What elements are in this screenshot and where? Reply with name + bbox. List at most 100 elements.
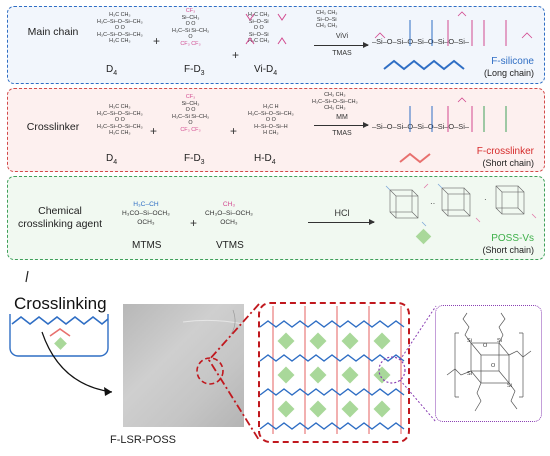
structure-line: H₃C CH₃ bbox=[109, 12, 131, 18]
structure-line: CH₃ CH₃ bbox=[324, 92, 346, 98]
short-chain-note: (Short chain) bbox=[482, 245, 534, 255]
poss-structure-box bbox=[435, 305, 542, 422]
poss-atom-label: Si bbox=[467, 338, 472, 344]
structure-line: H₃C CH₃ bbox=[248, 38, 270, 44]
structure-line: H₃C–Si Si–CH₃ bbox=[172, 27, 210, 34]
f-lsr-poss-sample-image bbox=[123, 304, 244, 427]
plus-sign: + bbox=[190, 216, 198, 230]
structure-line: H₃C–Si–O–Si–CH₃ bbox=[312, 98, 358, 105]
structure-line: H CH₃ bbox=[263, 130, 279, 136]
main-chain bbox=[259, 320, 405, 328]
structure-line: OCH₃ bbox=[137, 219, 155, 226]
f-crosslinker-bracket-marks bbox=[409, 97, 507, 132]
crosslinker-panel bbox=[7, 88, 545, 172]
short-chain-icon bbox=[399, 152, 431, 164]
poss-node bbox=[309, 400, 327, 418]
d4-name: D4 bbox=[106, 64, 117, 77]
structure-line: CF₃ CF₃ bbox=[180, 126, 201, 133]
crosslinking-tick-mark bbox=[25, 270, 29, 283]
reagent-top: HCl bbox=[334, 208, 350, 218]
structure-line: OCH₃ bbox=[220, 219, 238, 226]
f-silicone-bracket-marks bbox=[374, 11, 533, 46]
poss-cage-sketches: ·· · bbox=[385, 183, 537, 227]
sample-edge-marks bbox=[182, 309, 244, 335]
reagent-top: MM bbox=[336, 114, 348, 121]
main-chain bbox=[259, 422, 405, 430]
structure-line: CF₃ CF₃ bbox=[180, 40, 201, 47]
structure-line: H₃C–Si Si–CH₃ bbox=[172, 113, 210, 120]
structure-line: H₃C–Si–O–Si–CH₃ bbox=[97, 110, 143, 117]
plus-sign: + bbox=[153, 34, 161, 48]
main-chain-panel bbox=[7, 6, 545, 84]
fd3-structure: CF₃ Si–CH₃ O O H₃C–Si Si–CH₃ O CF₃ CF₃ bbox=[172, 94, 209, 133]
main-chain bbox=[259, 354, 405, 362]
vid4-structure: H₃C CH₃ Si–O–Si O O Si–O–Si H₃C CH₃ bbox=[248, 12, 269, 45]
vtms-name: VTMS bbox=[216, 240, 244, 251]
structure-line: H₃C CH₃ bbox=[109, 130, 131, 136]
compound-name: F-D bbox=[184, 64, 201, 75]
chain-formula: –Si–O–Si–O–Si–O–Si–O–Si– bbox=[372, 37, 469, 46]
crosslinking-agent-label: Chemical crosslinking agent bbox=[14, 205, 106, 231]
reagent-bottom: TMAS bbox=[332, 130, 352, 137]
structure-line: H₃C–Si–O–Si–CH₃ bbox=[97, 18, 143, 25]
svg-text:··: ·· bbox=[430, 199, 435, 208]
compound-subscript: 4 bbox=[113, 70, 118, 77]
compound-subscript: 4 bbox=[271, 159, 276, 166]
structure-line: CH₃ CH₃ bbox=[316, 10, 338, 16]
compound-subscript: 4 bbox=[113, 159, 118, 166]
compound-subscript: 3 bbox=[200, 159, 205, 166]
structure-line: H₃C CH₃ bbox=[109, 104, 131, 110]
compound-name: D bbox=[106, 153, 114, 164]
structure-line: H–Si–O–Si–H bbox=[254, 123, 288, 130]
process-arrow bbox=[41, 331, 113, 396]
structure-line: Si–O–Si bbox=[316, 16, 337, 23]
f-crosslinker-label: F-crosslinker bbox=[476, 146, 534, 157]
f-silicone-chain: –Si–O–Si–O–Si–O–Si–O–Si– bbox=[372, 37, 469, 46]
vtms-structure: CH₃ CH₃O–Si–OCH₃ OCH₃ bbox=[205, 200, 253, 227]
main-chain bbox=[259, 388, 405, 396]
structure-line: O O bbox=[114, 117, 125, 123]
f-crosslinker-chain: –Si–O–Si–O–Si–O–Si–O–Si– bbox=[372, 122, 469, 131]
poss-vs-label: POSS-Vs bbox=[491, 233, 534, 244]
compound-subscript: 3 bbox=[200, 70, 205, 77]
mtms-name: MTMS bbox=[132, 240, 162, 251]
fd3-name: F-D3 bbox=[184, 64, 205, 77]
compound-name: Vi-D bbox=[254, 64, 274, 75]
d4-structure: H₃C CH₃ H₃C–Si–O–Si–CH₃ O O H₃C–Si–O–Si–… bbox=[97, 12, 143, 45]
hd4-name: H-D4 bbox=[254, 153, 276, 166]
structure-line: O O bbox=[185, 21, 196, 27]
structure-line: CF₃ bbox=[185, 8, 196, 14]
structure-line: H₃C–CH bbox=[133, 201, 159, 208]
compound-name: F-D bbox=[184, 153, 201, 164]
plus-sign: + bbox=[232, 48, 240, 62]
structure-line: O bbox=[188, 34, 193, 40]
poss-atom-label: O bbox=[483, 343, 488, 349]
reagent-top: ViVi bbox=[335, 33, 349, 40]
zoom-callout-lines bbox=[196, 303, 260, 441]
vid4-name: Vi-D4 bbox=[254, 64, 277, 77]
structure-line: Si–O–Si bbox=[248, 31, 269, 38]
structure-line: Si–O–Si bbox=[248, 18, 269, 25]
reaction-arrow bbox=[308, 219, 375, 225]
poss-atom-label: O bbox=[491, 363, 496, 369]
structure-line: O O bbox=[114, 25, 125, 31]
hd4-structure: H₃C H H₃C–Si–O–Si–CH₃ O O H–Si–O–Si–H H … bbox=[248, 104, 294, 137]
plus-sign: + bbox=[230, 124, 238, 138]
d4-structure: H₃C CH₃ H₃C–Si–O–Si–CH₃ O O H₃C–Si–O–Si–… bbox=[97, 104, 143, 137]
fd3-structure: CF₃ Si–CH₃ O O H₃C–Si Si–CH₃ O CF₃ CF₃ bbox=[172, 8, 209, 47]
compound-name: H-D bbox=[254, 153, 272, 164]
structure-line: CH₃ CH₃ bbox=[316, 23, 338, 29]
structure-line: O bbox=[188, 120, 193, 126]
vivi-structure: CH₃ CH₃ Si–O–Si CH₃ CH₃ bbox=[316, 10, 337, 30]
poss-node bbox=[341, 400, 359, 418]
poss-atom-label: Si bbox=[497, 338, 502, 344]
mtms-structure: H₃C–CH H₃CO–Si–OCH₃ OCH₃ bbox=[122, 200, 170, 227]
d4-name: D4 bbox=[106, 153, 117, 166]
sample-label: F-LSR-POSS bbox=[110, 434, 177, 446]
structure-line: Si–CH₃ bbox=[181, 100, 200, 107]
structure-line: H₃C CH₃ bbox=[248, 12, 270, 18]
structure-line: H₃CO–Si–OCH₃ bbox=[122, 210, 170, 217]
poss-detailed-structure: Si Si Si Si O O bbox=[446, 312, 532, 412]
main-chain-label: Main chain bbox=[27, 26, 79, 38]
long-chain-note: (Long chain) bbox=[483, 68, 534, 78]
